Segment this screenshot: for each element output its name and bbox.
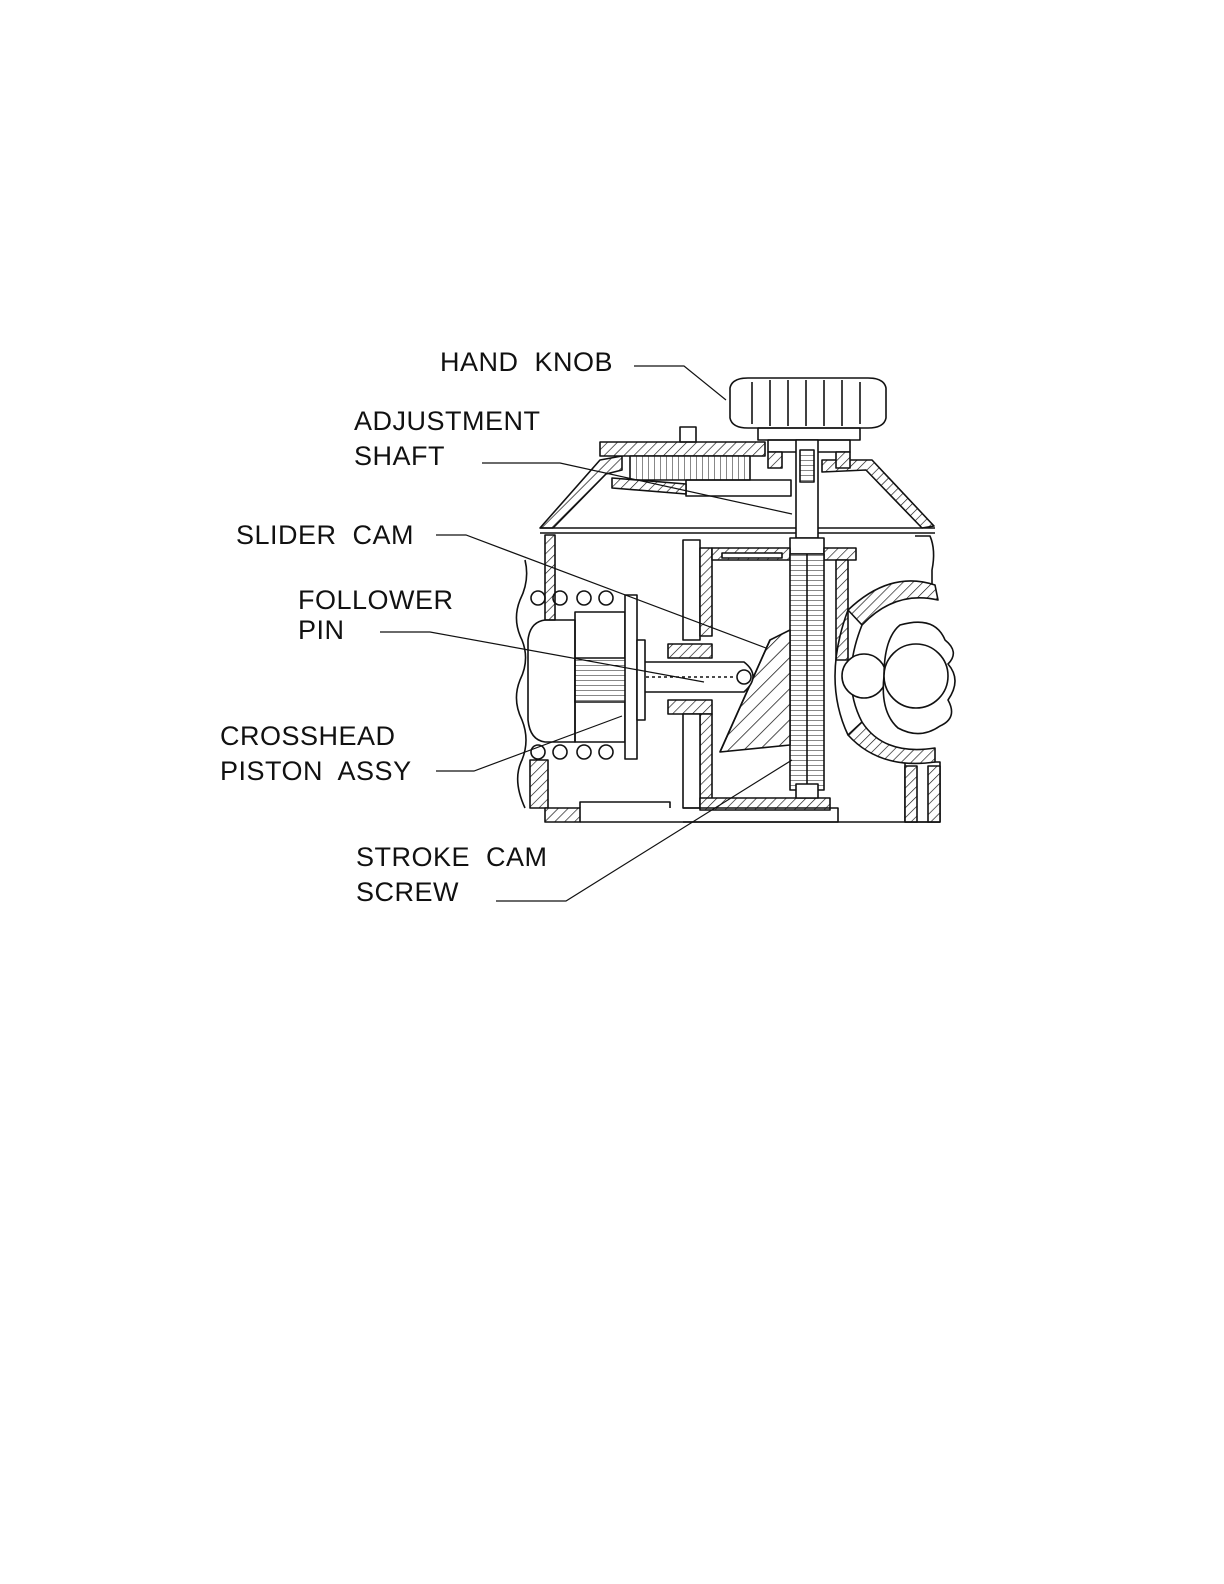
slider-cam-label: SLIDER CAM — [236, 519, 414, 551]
crosshead-piston — [528, 595, 645, 759]
crosshead-label-line1: CROSSHEAD — [220, 720, 396, 752]
dial-assembly — [600, 427, 791, 496]
leader-hand-knob — [634, 366, 726, 400]
eccentric-bearing — [835, 581, 955, 764]
hand-knob-label: HAND KNOB — [440, 346, 613, 378]
adjustment-shaft-label-line2: SHAFT — [354, 440, 445, 472]
stroke-cam-screw — [790, 554, 824, 798]
crosshead-label-line2: PISTON ASSY — [220, 755, 412, 787]
follower-pin-label-line2: PIN — [298, 614, 345, 646]
break-line — [516, 560, 526, 808]
adjustment-shaft-label-line1: ADJUSTMENT — [354, 405, 541, 437]
follower-pin — [640, 662, 753, 692]
stroke-cam-screw-label-line1: STROKE CAM — [356, 841, 548, 873]
adjustment-shaft — [790, 440, 824, 554]
follower-pin-label-line1: FOLLOWER — [298, 584, 454, 616]
stroke-cam-screw-label-line2: SCREW — [356, 876, 459, 908]
